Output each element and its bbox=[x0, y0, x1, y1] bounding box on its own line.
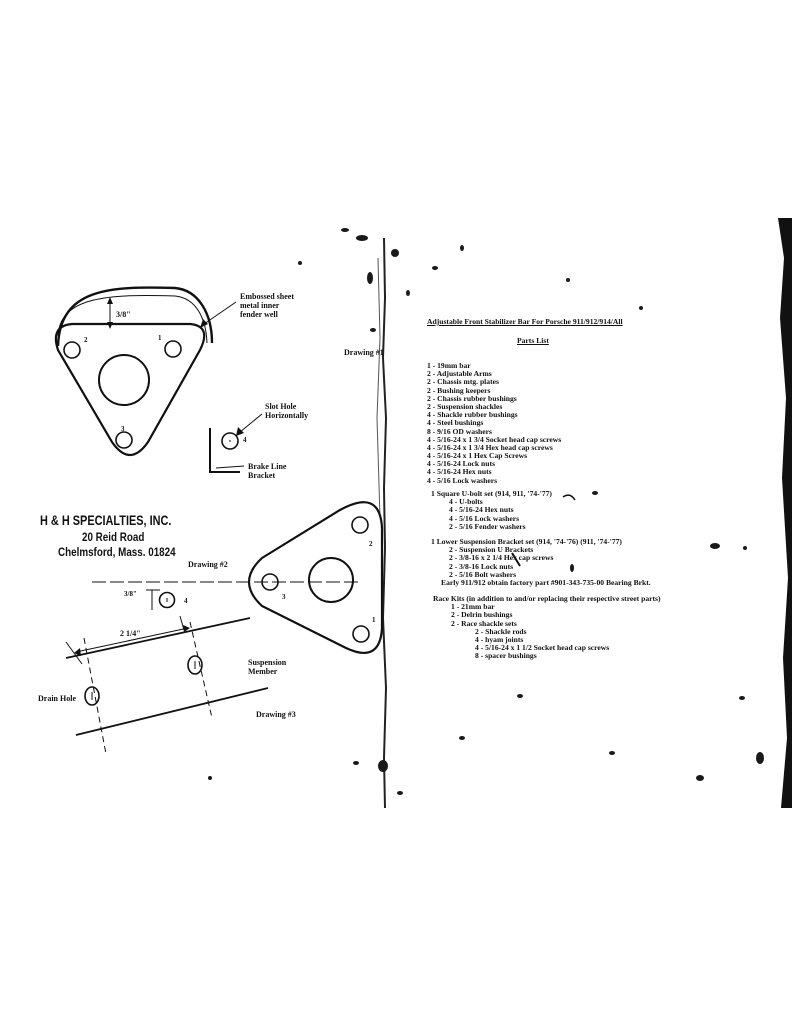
list-item: 4 - U-bolts bbox=[449, 497, 483, 507]
list-item: 2 - Chassis rubber bushings bbox=[427, 393, 517, 403]
list-item: 4 - 5/16-24 x 1 3/4 Socket head cap scre… bbox=[427, 434, 562, 444]
company-name: H & H SPECIALTIES, INC. bbox=[40, 512, 172, 528]
slot-hole-callout: Slot Hole Horizontally bbox=[265, 402, 309, 420]
list-item: 2 - Delrin bushings bbox=[451, 610, 513, 620]
fold-shadow bbox=[376, 237, 388, 808]
list-item: 4 - hyam joints bbox=[475, 634, 524, 644]
list-item: 1 - 21mm bar bbox=[451, 602, 495, 612]
d2-hole-3: 3 bbox=[282, 593, 286, 601]
page-edge-shadow bbox=[778, 218, 792, 808]
list-item: 8 - spacer bushings bbox=[475, 651, 537, 661]
bracket-section: 1 Lower Suspension Bracket set (914, '74… bbox=[431, 537, 651, 587]
list-item: 2 - Chassis mtg. plates bbox=[427, 377, 499, 387]
d2-hole-2: 2 bbox=[369, 540, 373, 548]
list-item: 2 - Race shackle sets bbox=[451, 618, 517, 628]
hole-label-3: 3 bbox=[121, 425, 125, 433]
section-header: 1 Lower Suspension Bracket set (914, '74… bbox=[431, 537, 622, 546]
d3-dimension: 2 1/4" bbox=[120, 629, 141, 638]
list-item: 8 - 9/16 OD washers bbox=[427, 426, 492, 436]
list-item: 2 - 5/16 Bolt washers bbox=[449, 569, 517, 579]
list-item: 4 - 5/16-24 Hex nuts bbox=[427, 467, 492, 477]
drain-hole-label: Drain Hole bbox=[38, 694, 76, 703]
list-item: 2 - Adjustable Arms bbox=[427, 369, 492, 379]
slot-number: 4 bbox=[243, 436, 247, 444]
list-item: 2 - 3/8-16 x 2 1/4 Hex cap screws bbox=[449, 553, 554, 563]
d2-dimension: 3/8" bbox=[124, 590, 137, 598]
list-item: 4 - 5/16 Lock washers bbox=[449, 513, 520, 523]
hole-label-2: 2 bbox=[84, 336, 88, 344]
list-item: 4 - Shackle rubber bushings bbox=[427, 410, 518, 420]
drawing2-label: Drawing #2 bbox=[188, 560, 228, 569]
fender-callout: Embossed sheet metal inner fender well bbox=[240, 292, 295, 319]
technical-drawings bbox=[54, 218, 792, 808]
list-item: 4 - 5/16 Lock washers bbox=[427, 475, 498, 485]
list-item: 2 - Suspension U Brackets bbox=[449, 545, 534, 555]
race-kit-section: Race Kits (in addition to and/or replaci… bbox=[433, 594, 661, 661]
parts-list-heading: Parts List bbox=[517, 336, 549, 345]
list-item: 4 - 5/16-24 x 1 1/2 Socket head cap scre… bbox=[475, 643, 610, 653]
dimension-label-d1: 3/8" bbox=[116, 310, 131, 319]
list-item: 4 - 5/16-24 Hex nuts bbox=[449, 505, 514, 515]
bracket-callout: Brake Line Bracket bbox=[248, 462, 287, 480]
section-header: Race Kits (in addition to and/or replaci… bbox=[433, 594, 661, 603]
list-item: 4 - 5/16-24 x 1 3/4 Hex head cap screws bbox=[427, 442, 553, 452]
parts-title: Adjustable Front Stabilizer Bar For Pors… bbox=[427, 317, 623, 326]
list-item: 4 - Steel bushings bbox=[427, 418, 484, 428]
main-parts-list: 1 - 19mm bar 2 - Adjustable Arms 2 - Cha… bbox=[427, 361, 562, 485]
list-item: 2 - 5/16 Fender washers bbox=[449, 521, 526, 531]
company-street: 20 Reid Road bbox=[82, 530, 145, 544]
drawing1-label: Drawing #1 bbox=[344, 348, 384, 357]
list-item: 2 - Shackle rods bbox=[475, 626, 527, 636]
ubolt-section: 1 Square U-bolt set (914, 911, '74-'77) … bbox=[431, 489, 552, 531]
list-item: 2 - 3/8-16 Lock nuts bbox=[449, 561, 514, 571]
suspension-member-label: Suspension Member bbox=[248, 658, 287, 676]
d2-hole-4: 4 bbox=[184, 597, 188, 605]
list-item: 1 - 19mm bar bbox=[427, 361, 471, 370]
list-item: 2 - Suspension shackles bbox=[427, 401, 503, 411]
list-item: 4 - 5/16-24 x 1 Hex Cap Screws bbox=[427, 451, 528, 461]
drawing3-label: Drawing #3 bbox=[256, 710, 296, 719]
hole-label-1: 1 bbox=[158, 334, 162, 342]
scanned-sheet: Embossed sheet metal inner fender well 3… bbox=[0, 218, 792, 808]
company-city: Chelmsford, Mass. 01824 bbox=[58, 545, 176, 559]
list-item: 2 - Bushing keepers bbox=[427, 385, 491, 395]
bracket-note: Early 911/912 obtain factory part #901-3… bbox=[441, 577, 651, 587]
scan-specks bbox=[208, 228, 764, 795]
section-header: 1 Square U-bolt set (914, 911, '74-'77) bbox=[431, 489, 552, 498]
list-item: 4 - 5/16-24 Lock nuts bbox=[427, 459, 495, 469]
d2-hole-1: 1 bbox=[372, 616, 376, 624]
